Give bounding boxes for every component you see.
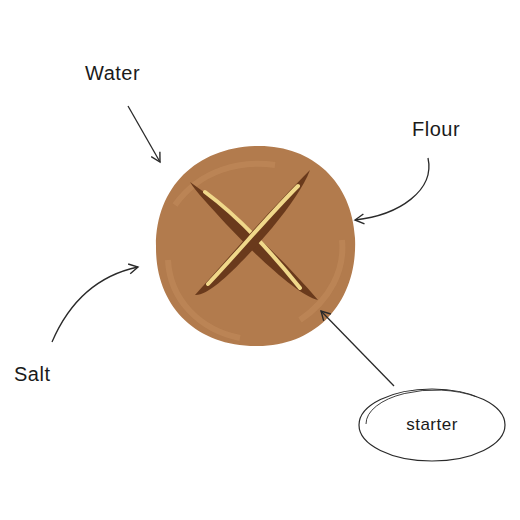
score-cut xyxy=(195,170,310,295)
score-crumb xyxy=(208,186,298,284)
bread-texture xyxy=(168,164,342,338)
ingredient-label: Salt xyxy=(14,363,50,386)
ingredient-label: Flour xyxy=(412,118,460,141)
ingredient-label: Water xyxy=(85,62,140,85)
leader-arrow xyxy=(321,311,394,386)
ellipse-text: starter xyxy=(406,415,458,435)
ellipse-stroke xyxy=(359,389,505,461)
leader-arrow xyxy=(52,267,138,342)
leader-arrow xyxy=(355,158,429,220)
ingredient-ellipse: starter xyxy=(357,387,507,463)
leader-arrow xyxy=(128,106,160,162)
